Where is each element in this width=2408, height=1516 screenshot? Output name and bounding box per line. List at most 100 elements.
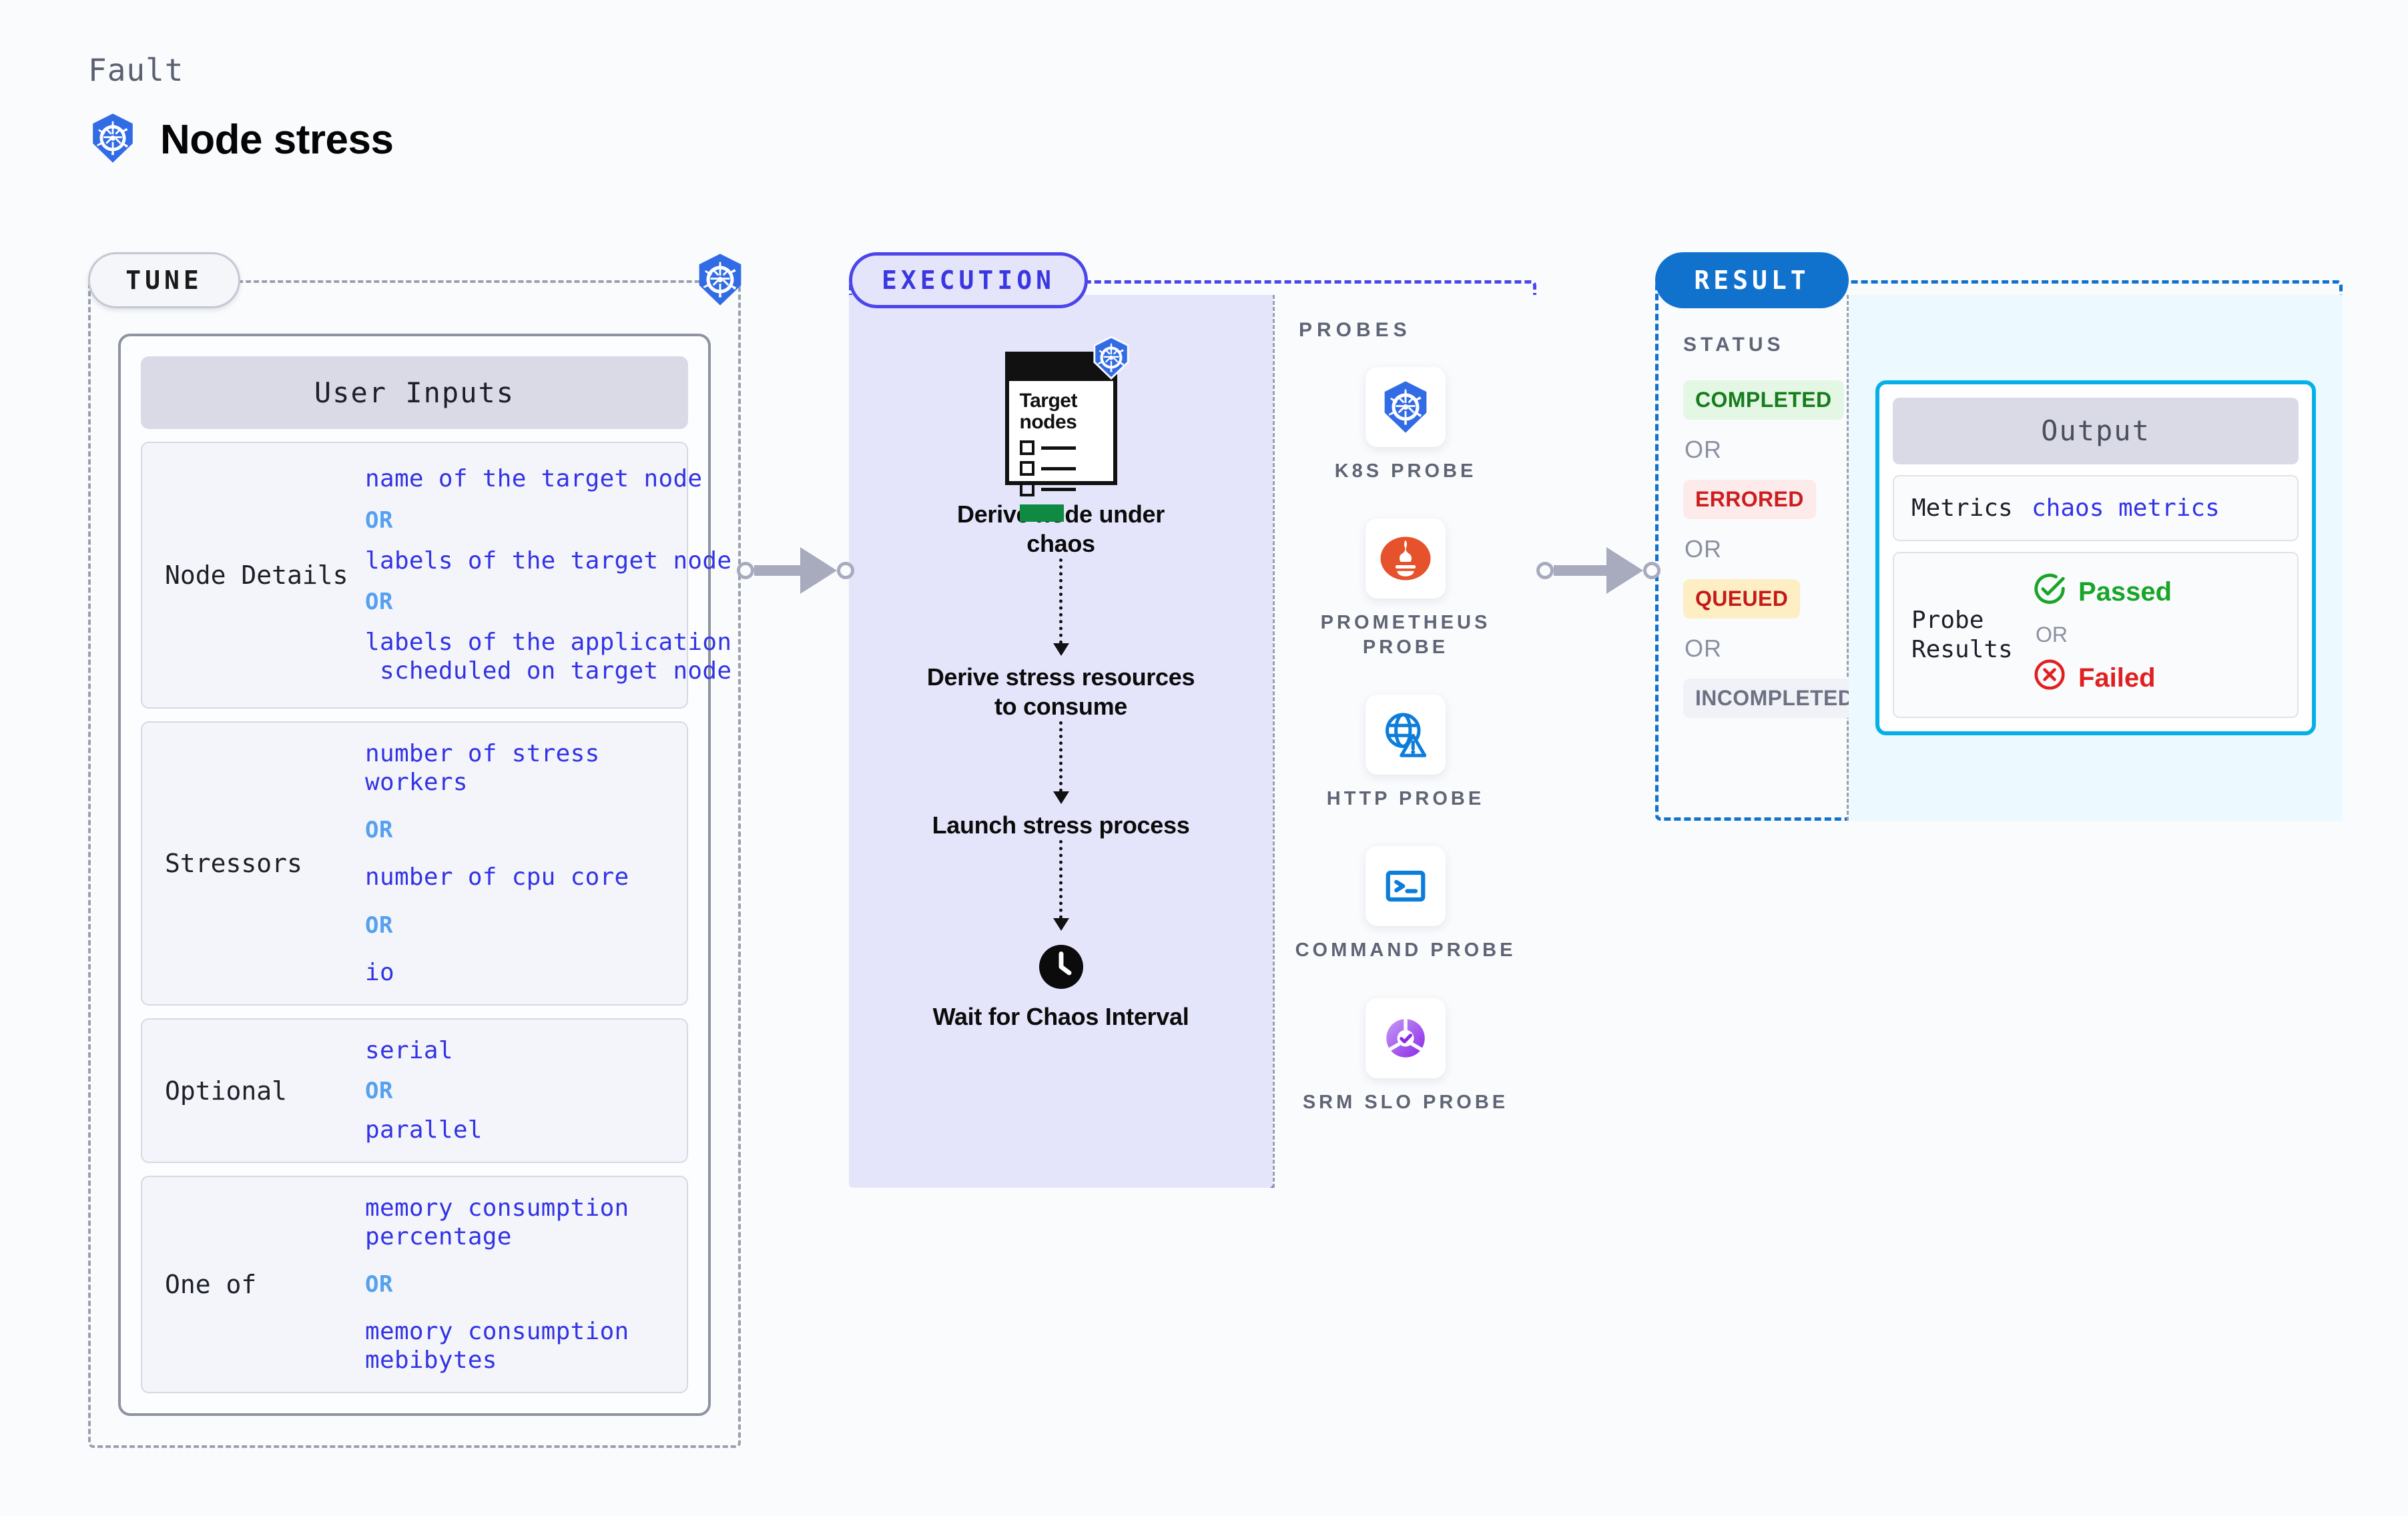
probe-item-prometheus[interactable]: PROMETHEUS PROBE — [1275, 518, 1536, 660]
input-values: number of stress workers OR number of cp… — [365, 740, 684, 987]
output-label: Probe Results — [1911, 607, 2013, 663]
input-row-stressors: Stressors number of stress workers OR nu… — [141, 721, 688, 1006]
input-label: Optional — [165, 1076, 288, 1106]
page-title: Node stress — [160, 117, 394, 163]
status-title: STATUS — [1683, 334, 1785, 356]
flow-arrow — [1052, 839, 1069, 931]
input-label: Stressors — [165, 849, 302, 879]
input-label: One of — [165, 1270, 257, 1300]
terminal-icon — [1366, 846, 1446, 927]
probes-panel: PROBES K8S PROBE PROMETHEUS PROBE — [1273, 295, 1536, 1188]
status-badge: INCOMPLETED — [1683, 679, 1866, 718]
input-values: memory consumption percentage OR memory … — [365, 1194, 684, 1375]
flow-arrow — [1052, 721, 1069, 804]
status-column: STATUS COMPLETED OR ERRORED OR QUEUED OR… — [1655, 295, 1866, 821]
output-label: Metrics — [1911, 494, 2013, 522]
connector-dot — [1536, 562, 1554, 579]
tune-to-execution-connector — [737, 547, 854, 594]
input-values: serial OR parallel — [365, 1037, 483, 1144]
execution-to-result-connector — [1536, 547, 1661, 594]
probe-item-http[interactable]: HTTP PROBE — [1327, 695, 1484, 811]
or-separator: OR — [365, 911, 393, 939]
probe-label: SRM SLO PROBE — [1302, 1091, 1509, 1113]
kubernetes-icon — [88, 112, 137, 167]
passed-label: Passed — [2078, 577, 2172, 607]
execution-badge: EXECUTION — [849, 252, 1088, 308]
probe-result-values: Passed OR Failed — [2032, 571, 2172, 699]
input-row-one-of: One of memory consumption percentage OR … — [141, 1176, 688, 1393]
failed-label: Failed — [2078, 663, 2156, 693]
input-values: name of the target node OR labels of the… — [365, 465, 731, 685]
probe-label: PROMETHEUS PROBE — [1320, 612, 1491, 659]
probe-label: K8S PROBE — [1334, 460, 1477, 482]
input-value: labels of the target node — [365, 546, 732, 575]
probe-list: K8S PROBE PROMETHEUS PROBE HTTP PROBE — [1275, 367, 1536, 1115]
output-row-metrics: Metrics chaos metrics — [1893, 474, 2299, 542]
user-inputs-card: User Inputs Node Details name of the tar… — [118, 334, 731, 1416]
connector-line — [754, 565, 802, 576]
probe-item-srm-slo[interactable]: SRM SLO PROBE — [1303, 998, 1508, 1115]
connector-arrowhead — [1606, 547, 1643, 594]
fault-eyebrow: Fault — [88, 52, 184, 88]
input-value: name of the target node — [365, 465, 703, 493]
or-separator: OR — [1685, 535, 1722, 562]
tune-dashed-border — [88, 280, 741, 1448]
kubernetes-icon — [1365, 367, 1446, 447]
tune-badge: TUNE — [88, 252, 240, 308]
or-separator: OR — [1685, 436, 1722, 463]
or-separator: OR — [1685, 635, 1722, 662]
tune-section: TUNE User Inputs Node Details name of th… — [88, 252, 741, 1448]
probe-label: COMMAND PROBE — [1295, 939, 1516, 962]
probe-result-passed: Passed — [2032, 571, 2172, 613]
target-nodes-window-icon: Target nodes — [1004, 336, 1129, 522]
input-label: Node Details — [165, 560, 348, 591]
kubernetes-icon — [1091, 336, 1132, 383]
status-badge: QUEUED — [1683, 579, 1801, 619]
execution-flow-panel: Target nodes Derive node un — [849, 295, 1273, 1188]
user-inputs-title: User Inputs — [141, 356, 688, 430]
input-value: io — [365, 958, 394, 986]
probe-item-command[interactable]: COMMAND PROBE — [1295, 846, 1516, 963]
kubernetes-icon — [694, 252, 746, 310]
probe-result-failed: Failed — [2032, 657, 2172, 699]
input-value: memory consumption percentage — [365, 1194, 629, 1250]
status-badge: ERRORED — [1683, 480, 1816, 519]
x-circle-icon — [2032, 657, 2068, 699]
clock-icon — [1037, 943, 1085, 994]
output-title: Output — [1893, 397, 2299, 464]
or-separator: OR — [2036, 623, 2068, 647]
execution-flow: Target nodes Derive node un — [849, 336, 1273, 1031]
probe-label: HTTP PROBE — [1326, 788, 1485, 810]
result-section: RESULT STATUS COMPLETED OR ERRORED OR QU… — [1655, 252, 2343, 821]
prometheus-icon — [1366, 518, 1446, 599]
output-card: Output Metrics chaos metrics Probe Resul… — [1875, 380, 2316, 736]
execution-section: EXECUTION Target nodes — [849, 252, 1536, 1188]
or-separator: OR — [365, 1077, 393, 1104]
input-value: labels of the application scheduled on t… — [365, 629, 732, 685]
output-metrics-value: chaos metrics — [2032, 494, 2220, 522]
check-circle-icon — [2032, 571, 2068, 613]
input-row-node-details: Node Details name of the target node OR … — [141, 442, 731, 709]
input-value: serial — [365, 1037, 453, 1065]
flow-step-label: Launch stress process — [932, 811, 1190, 839]
status-badge: COMPLETED — [1683, 380, 1844, 420]
connector-line — [1554, 565, 1608, 576]
flow-step-label: Derive stress resources to consume — [926, 663, 1195, 720]
window-icon-title: Target nodes — [1019, 390, 1078, 433]
input-value: memory consumption mebibytes — [365, 1318, 629, 1374]
globe-warning-icon — [1365, 695, 1446, 775]
output-row-probe-results: Probe Results Passed OR — [1893, 552, 2299, 719]
connector-arrowhead — [800, 547, 837, 594]
connector-dot — [1643, 562, 1661, 579]
input-value: number of cpu core — [365, 863, 629, 891]
probe-item-k8s[interactable]: K8S PROBE — [1335, 367, 1477, 484]
result-badge: RESULT — [1655, 252, 1849, 308]
input-value: parallel — [365, 1116, 483, 1144]
or-separator: OR — [365, 506, 393, 534]
output-area: Output Metrics chaos metrics Probe Resul… — [1849, 295, 2343, 821]
flow-arrow — [1052, 558, 1069, 656]
input-value: number of stress workers — [365, 740, 600, 796]
flow-step-label: Wait for Chaos Interval — [932, 1002, 1189, 1030]
srm-slo-donut-icon — [1366, 998, 1446, 1078]
